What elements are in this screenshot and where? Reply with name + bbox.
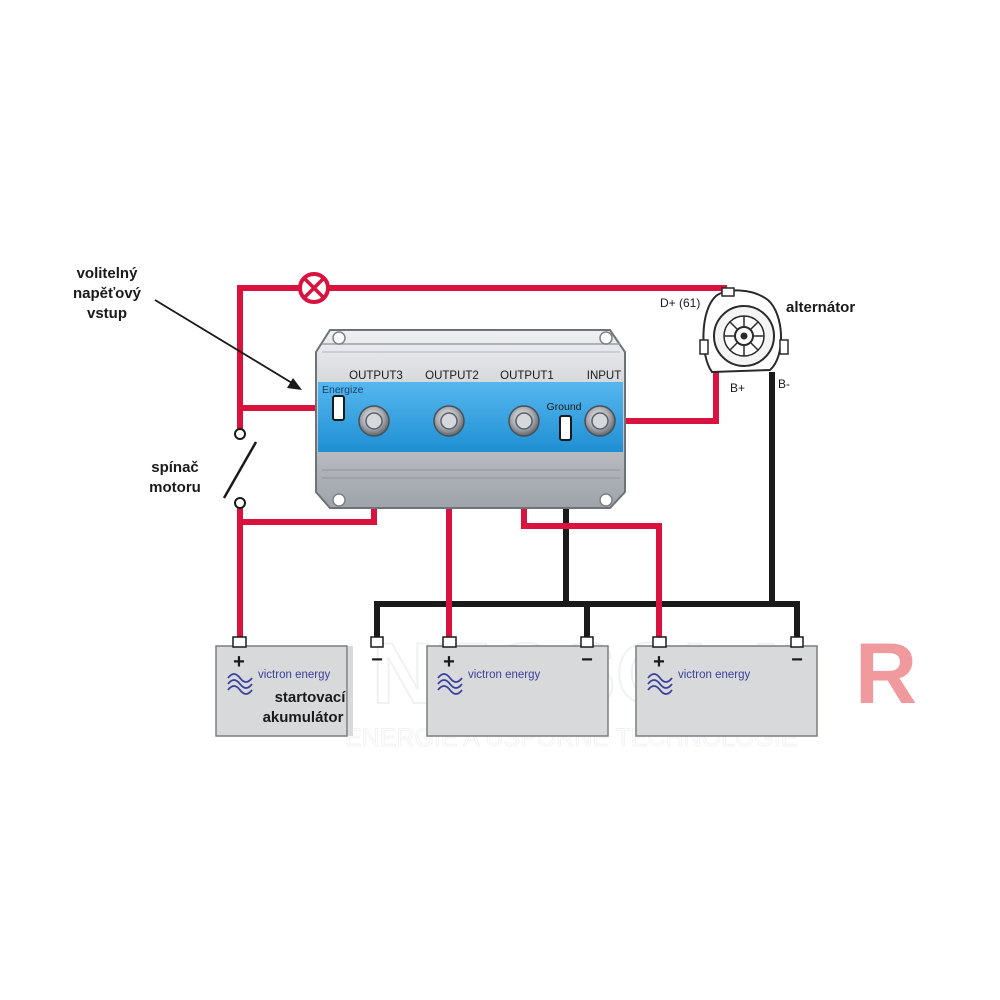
ground-label: Ground	[546, 401, 581, 413]
engine-switch-label: spínač motoru	[149, 459, 201, 496]
energize-terminal	[332, 395, 345, 421]
battery-service-1: + − victron energy	[426, 636, 609, 737]
wire-energize-loop	[237, 285, 339, 411]
terminal-label-output3: OUTPUT3	[349, 370, 403, 382]
svg-text:spínač: spínač	[151, 459, 199, 476]
battery-plus-symbol: +	[653, 651, 665, 673]
battery-starter: + victron energy startovací akumulátor	[215, 636, 384, 737]
terminal-label-input: INPUT	[587, 370, 622, 382]
stud-output3	[358, 405, 390, 437]
energize-label: Energize	[322, 384, 364, 396]
battery-brand: victron energy	[258, 669, 330, 681]
d-plus-label: D+ (61)	[660, 296, 700, 310]
battery-minus-symbol: −	[581, 649, 593, 671]
alternator	[699, 287, 789, 374]
indicator-lamp	[298, 272, 330, 304]
victron-logo-icon	[647, 673, 673, 695]
victron-logo-icon	[227, 673, 253, 695]
optional-input-label: volitelný napěťový vstup	[73, 265, 142, 322]
b-minus-label: B-	[778, 377, 790, 391]
battery-brand: victron energy	[678, 669, 750, 681]
starter-battery-label-line2: akumulátor	[263, 709, 344, 726]
svg-text:volitelný: volitelný	[77, 265, 139, 282]
alternator-label: alternátor	[786, 299, 855, 316]
battery-starter-minus	[348, 646, 353, 736]
battery-plus-symbol: +	[233, 651, 245, 673]
starter-battery-label-line1: startovací	[275, 689, 347, 706]
battery-brand: victron energy	[468, 669, 540, 681]
terminal-label-output2: OUTPUT2	[425, 370, 479, 382]
battery-minus-symbol: −	[371, 649, 383, 671]
stud-output2	[433, 405, 465, 437]
pointer-arrow	[154, 299, 302, 390]
stud-output1	[508, 405, 540, 437]
ground-terminal	[559, 415, 572, 441]
victron-logo-icon	[437, 673, 463, 695]
watermark-name-accent: R	[855, 626, 917, 722]
wire-input-to-alternator	[600, 372, 719, 424]
svg-text:motoru: motoru	[149, 479, 201, 496]
terminal-label-output1: OUTPUT1	[500, 370, 554, 382]
svg-text:vstup: vstup	[87, 305, 127, 322]
engine-switch	[222, 428, 258, 509]
stud-input	[584, 405, 616, 437]
battery-minus-symbol: −	[791, 649, 803, 671]
battery-plus-symbol: +	[443, 651, 455, 673]
svg-text:napěťový: napěťový	[73, 285, 142, 302]
battery-isolator: OUTPUT3 OUTPUT2 OUTPUT1 INPUT Energize G…	[315, 329, 626, 509]
b-plus-label: B+	[730, 381, 745, 395]
battery-service-2: + − victron energy	[635, 636, 818, 737]
